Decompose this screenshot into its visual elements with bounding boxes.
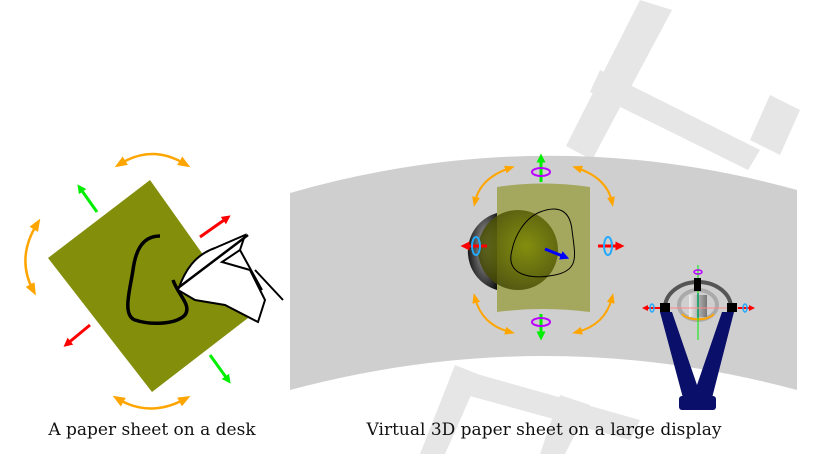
rotate-arrow xyxy=(572,165,615,207)
roll-icon xyxy=(649,303,655,313)
depth-arrow xyxy=(544,247,570,260)
roll-icon xyxy=(742,303,748,313)
sphere-inside xyxy=(478,210,558,290)
rotate-arrow xyxy=(472,293,515,335)
rotate-arrow xyxy=(472,165,515,207)
gimbal-joint xyxy=(727,303,737,312)
virtual-drawn-curve xyxy=(510,208,575,278)
gimbal-joint xyxy=(660,303,670,312)
translate-x-arrow xyxy=(63,323,91,347)
rotate-arrow xyxy=(24,218,41,296)
paper-sheet xyxy=(48,180,248,392)
gimbal-input-device xyxy=(642,265,755,410)
caption-right: Virtual 3D paper sheet on a large displa… xyxy=(366,420,722,440)
device-stand xyxy=(660,312,734,398)
device-base xyxy=(679,396,716,410)
rotate-arrow xyxy=(572,293,615,335)
hand-with-pen-icon xyxy=(176,233,284,324)
twist-icon xyxy=(693,269,703,275)
roll-icon xyxy=(471,236,481,256)
rotate-arrow xyxy=(114,152,191,168)
twist-icon xyxy=(531,167,551,177)
translate-y-arrow xyxy=(77,184,99,213)
watermark xyxy=(420,0,800,454)
caption-left: A paper sheet on a desk xyxy=(48,420,256,440)
gimbal-joint xyxy=(694,278,701,291)
physical-paper-figure xyxy=(24,152,284,410)
drawn-curve xyxy=(126,234,189,326)
twist-icon xyxy=(531,317,551,327)
virtual-paper-figure xyxy=(290,153,797,410)
translate-x-arrow xyxy=(199,215,231,239)
roll-icon xyxy=(603,236,613,256)
translate-y-arrow xyxy=(208,354,231,384)
rotate-arrow xyxy=(112,395,191,410)
